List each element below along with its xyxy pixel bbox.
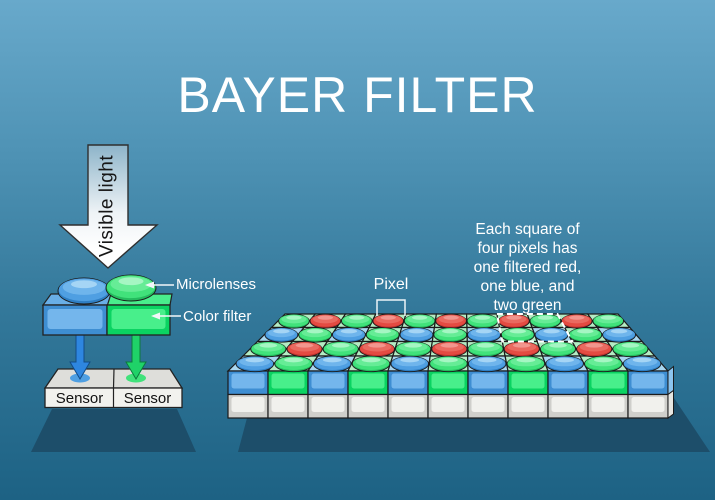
dome-gloss bbox=[361, 357, 381, 363]
pointer-lines bbox=[145, 281, 181, 320]
dome-gloss bbox=[286, 315, 302, 320]
dome-gloss bbox=[443, 315, 459, 320]
sensor-block-inner bbox=[271, 397, 305, 412]
dome-gloss bbox=[537, 315, 554, 320]
color-filter-box bbox=[41, 293, 173, 336]
filter-block-inner bbox=[311, 373, 345, 389]
filter-block-inner bbox=[511, 373, 545, 389]
sensor-block-inner bbox=[471, 397, 505, 412]
dome-gloss bbox=[404, 343, 422, 348]
dome-gloss bbox=[368, 343, 386, 348]
green-light-arrow bbox=[125, 334, 147, 380]
filter-front-green-inner bbox=[111, 309, 166, 329]
dome-gloss bbox=[475, 329, 493, 334]
dome-gloss bbox=[610, 329, 628, 334]
dome-gloss bbox=[306, 329, 324, 334]
dome-gloss bbox=[516, 357, 536, 363]
left-assembly-shadow bbox=[31, 409, 196, 452]
dome-gloss bbox=[593, 357, 613, 363]
dome-gloss bbox=[621, 343, 640, 348]
sensor-block-inner bbox=[431, 397, 465, 412]
dome-gloss bbox=[474, 315, 491, 320]
filter-side-face bbox=[667, 365, 674, 396]
dome-gloss bbox=[322, 357, 342, 363]
dome-gloss bbox=[374, 329, 391, 334]
dome-gloss bbox=[512, 343, 531, 348]
microlenses-pointer-arrowhead bbox=[145, 281, 154, 289]
dome-gloss bbox=[477, 357, 497, 363]
filter-block-inner bbox=[231, 373, 265, 389]
dome-gloss bbox=[118, 277, 144, 286]
dome-gloss bbox=[440, 343, 459, 348]
filter-block-inner bbox=[351, 373, 385, 389]
sensor-block-inner bbox=[551, 397, 585, 412]
sensor-block-inner bbox=[311, 397, 345, 412]
dome-gloss bbox=[400, 357, 420, 363]
dome-gloss bbox=[408, 329, 425, 334]
filter-block-inner bbox=[431, 373, 465, 389]
dome-gloss bbox=[509, 329, 527, 334]
pixel-array-shadow bbox=[238, 314, 710, 452]
filter-block-inner bbox=[391, 373, 425, 389]
dome-gloss bbox=[555, 357, 575, 363]
sensor-block-inner bbox=[511, 397, 545, 412]
dome-gloss bbox=[577, 329, 594, 334]
dome-gloss bbox=[71, 280, 97, 289]
sensor-block-inner bbox=[391, 397, 425, 412]
color-filter-pointer-arrowhead bbox=[151, 312, 160, 320]
sensor-block-inner bbox=[631, 397, 665, 412]
pixel-bracket bbox=[376, 299, 406, 316]
sensor-block-inner bbox=[231, 397, 265, 412]
visible-light-label: Visible light bbox=[96, 154, 118, 258]
sensor-block-inner bbox=[351, 397, 385, 412]
filter-block-inner bbox=[591, 373, 625, 389]
annotation-text: Each square of four pixels has one filte… bbox=[473, 221, 582, 314]
blue-light-arrow bbox=[69, 334, 91, 380]
filter-block-inner bbox=[271, 373, 305, 389]
filter-block-inner bbox=[551, 373, 585, 389]
dome-gloss bbox=[543, 329, 560, 334]
pixel-label: Pixel bbox=[373, 276, 409, 293]
dome-gloss bbox=[349, 315, 365, 320]
pixel-array bbox=[226, 313, 674, 419]
dome-gloss bbox=[380, 315, 396, 320]
dome-gloss bbox=[632, 357, 652, 363]
dome-gloss bbox=[476, 343, 495, 348]
dome-gloss bbox=[506, 315, 522, 320]
dome-gloss bbox=[600, 315, 616, 320]
sensor-label: Sensor bbox=[123, 390, 172, 407]
page-title: BAYER FILTER bbox=[177, 67, 538, 123]
dome-gloss bbox=[439, 357, 458, 363]
dome-gloss bbox=[259, 343, 278, 348]
dome-gloss bbox=[549, 343, 567, 348]
dome-gloss bbox=[331, 343, 350, 348]
dome-gloss bbox=[569, 315, 585, 320]
dome-gloss bbox=[317, 315, 334, 320]
dome-gloss bbox=[442, 329, 459, 334]
highlight-square bbox=[495, 313, 574, 343]
sensor-label: Sensor bbox=[55, 390, 104, 407]
dome-gloss bbox=[585, 343, 603, 348]
sensor-block-inner bbox=[591, 397, 625, 412]
dome-gloss bbox=[340, 329, 358, 334]
filter-front-blue-inner bbox=[47, 309, 103, 329]
sensor-side-face bbox=[667, 389, 674, 419]
filter-block-inner bbox=[471, 373, 505, 389]
dome-gloss bbox=[295, 343, 314, 348]
dome-gloss bbox=[245, 357, 265, 363]
dome-gloss bbox=[273, 329, 290, 334]
microlens-domes bbox=[57, 274, 157, 305]
visible-light-arrow bbox=[58, 144, 159, 269]
filter-block-inner bbox=[631, 373, 665, 389]
dome-gloss bbox=[412, 315, 428, 320]
dome-gloss bbox=[284, 357, 303, 363]
color-filter-label: Color filter bbox=[183, 308, 252, 325]
microlenses-label: Microlenses bbox=[176, 276, 257, 293]
